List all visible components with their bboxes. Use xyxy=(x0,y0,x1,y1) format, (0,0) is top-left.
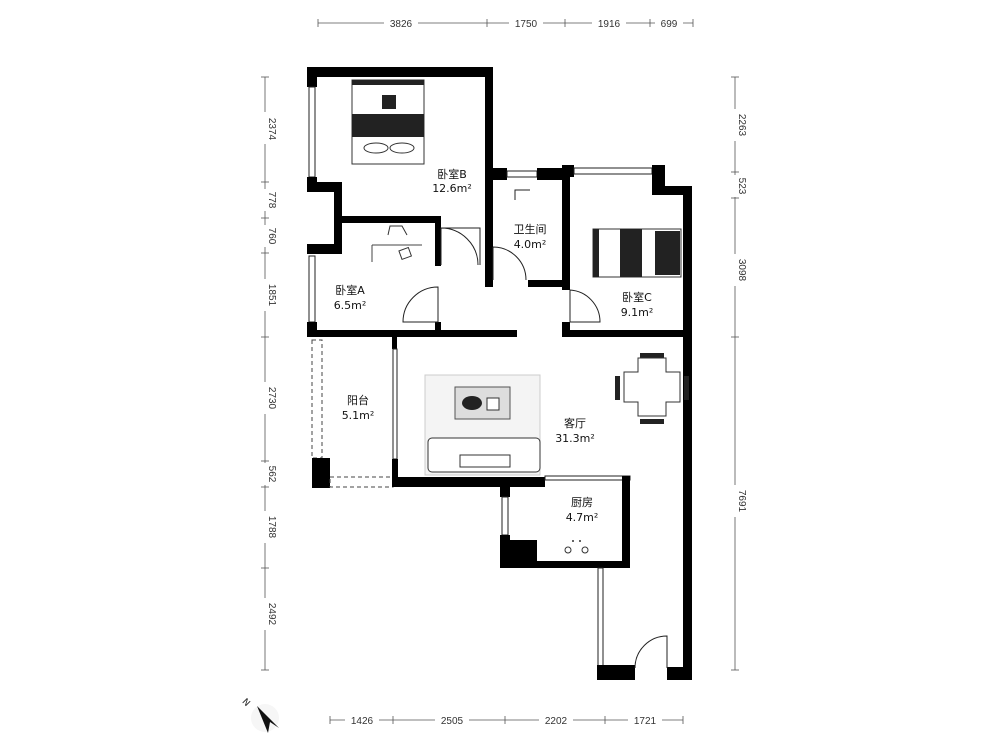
dim-top-1: 3826 xyxy=(390,19,413,30)
room-area-bedroom-a: 6.5m² xyxy=(334,299,367,312)
room-name-bedroom-c: 卧室C xyxy=(622,290,652,304)
dim-right-1: 2263 xyxy=(736,114,747,137)
room-name-balcony: 阳台 xyxy=(347,393,369,407)
room-name-bedroom-a: 卧室A xyxy=(335,283,365,297)
room-labels: 卧室B 12.6m² 卫生间 4.0m² 卧室A 6.5m² 卧室C 9.1m²… xyxy=(334,167,654,524)
dimension-left: 2374 778 760 1851 2730 562 1788 2492 xyxy=(258,76,277,671)
dim-bottom-1: 1426 xyxy=(351,716,374,727)
dimension-right: 2263 523 3098 7691 xyxy=(728,76,747,671)
dim-left-5: 2730 xyxy=(266,387,277,410)
dim-left-8: 2492 xyxy=(266,603,277,626)
dim-left-1: 2374 xyxy=(266,118,277,141)
rug-table-sofa xyxy=(424,374,541,476)
dim-left-7: 1788 xyxy=(266,516,277,539)
dim-left-4: 1851 xyxy=(266,284,277,307)
dim-right-3: 3098 xyxy=(736,259,747,282)
room-name-living-room: 客厅 xyxy=(564,416,586,430)
dimension-top: 3826 1750 1916 699 xyxy=(317,16,694,30)
room-area-balcony: 5.1m² xyxy=(342,409,375,422)
walls xyxy=(307,67,692,680)
dim-top-2: 1750 xyxy=(515,19,538,30)
room-area-living-room: 31.3m² xyxy=(555,432,595,445)
single-bed xyxy=(592,228,682,278)
dimension-bottom: 1426 2505 2202 1721 xyxy=(329,713,684,727)
dining-table xyxy=(615,353,689,424)
toilet xyxy=(514,189,530,200)
room-name-bathroom: 卫生间 xyxy=(514,222,547,236)
dim-top-4: 699 xyxy=(661,19,678,30)
doors xyxy=(402,227,668,669)
room-area-kitchen: 4.7m² xyxy=(566,511,599,524)
room-area-bedroom-c: 9.1m² xyxy=(621,306,654,319)
dim-bottom-4: 1721 xyxy=(634,716,657,727)
room-area-bedroom-b: 12.6m² xyxy=(432,182,472,195)
room-name-bedroom-b: 卧室B xyxy=(437,167,467,181)
compass-label: N xyxy=(240,697,252,709)
dim-bottom-2: 2505 xyxy=(441,716,464,727)
room-area-bathroom: 4.0m² xyxy=(514,238,547,251)
furniture xyxy=(351,79,689,554)
dim-top-3: 1916 xyxy=(598,19,621,30)
dim-left-6: 562 xyxy=(266,466,277,483)
dim-left-3: 760 xyxy=(266,228,277,245)
north-arrow-icon xyxy=(257,706,279,733)
dim-left-2: 778 xyxy=(266,192,277,209)
double-bed xyxy=(351,79,425,165)
room-name-kitchen: 厨房 xyxy=(571,496,593,509)
desk xyxy=(371,225,422,262)
dim-bottom-3: 2202 xyxy=(545,716,568,727)
dim-right-4: 7691 xyxy=(736,490,747,513)
dim-right-2: 523 xyxy=(736,178,747,195)
stove xyxy=(564,540,589,554)
compass: N xyxy=(240,697,279,733)
